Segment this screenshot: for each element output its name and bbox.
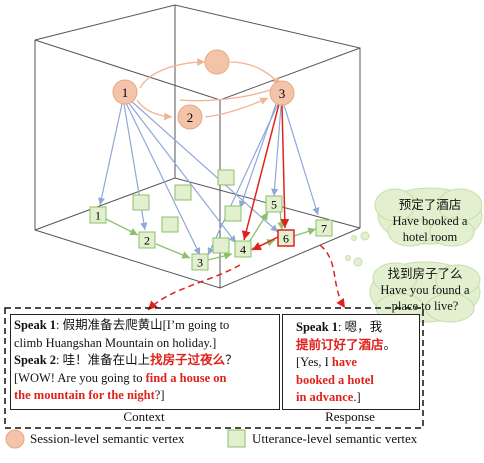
session-vertex-s3 — [269, 80, 295, 106]
utterance-vertex-u4 — [234, 240, 252, 258]
context-line2-zh-red: 找房子过夜么 — [150, 353, 226, 367]
response-en-post: .] — [353, 390, 361, 404]
highlight-edges — [147, 103, 346, 311]
context-line2-zh-pre: : 哇！准备在山上 — [56, 353, 151, 367]
session-vertex-s-top — [204, 49, 230, 75]
bubble-top-zh: 预定了酒店 — [398, 198, 462, 212]
response-speaker: Speak 1 — [296, 320, 339, 334]
response-box — [282, 314, 420, 410]
response-caption: Response — [325, 409, 375, 424]
bubble-bottom-text: 找到房子了么 Have you found a place to live? — [370, 266, 480, 314]
context-caption: Context — [123, 409, 165, 424]
bubble-top-text: 预定了酒店 Have booked a hotel room — [378, 197, 482, 245]
context-line1-en: climb Huangshan Mountain on holiday.] — [14, 335, 217, 350]
utterance-vertex-label: 7 — [321, 222, 327, 236]
dialogue-dashed-box — [4, 307, 424, 429]
bubble-bottom-en-2: place to live? — [391, 299, 459, 313]
context-line2-en-red2: the mountain for the night — [14, 388, 155, 402]
context-box — [10, 314, 280, 410]
utterance-vertex-u6 — [277, 229, 295, 247]
response-zh-post: 。 — [383, 337, 397, 352]
legend-utterance-label: Utterance-level semantic vertex — [252, 431, 418, 446]
3d-box-wireframe — [34, 4, 361, 289]
unlabeled-utterance-vertices — [132, 169, 242, 254]
legend-session-icon — [5, 429, 25, 449]
utterance-vertex-u7 — [315, 219, 333, 237]
utterance-vertex-label: 3 — [197, 256, 203, 270]
session-vertices: 1 2 3 — [112, 49, 295, 130]
utterance-vertex-u2 — [138, 231, 156, 249]
session-vertex-label: 2 — [187, 110, 194, 125]
utterance-vertex-u5 — [265, 195, 283, 213]
response-en-red3: in advance — [296, 390, 354, 404]
session-vertex-s1 — [112, 79, 138, 105]
session-vertex-s2 — [177, 104, 203, 130]
utterance-vertex-label: 4 — [240, 243, 246, 257]
context-line2-en-pre: [WOW! Are you going to — [14, 370, 146, 385]
thought-bubble-bottom — [345, 255, 481, 323]
context-line2-en-red1: find a house on — [145, 370, 227, 385]
context-line2-en-post: ?] — [154, 388, 165, 402]
legend-utterance-icon — [227, 429, 246, 448]
bubble-bottom-en-1: Have you found a — [380, 283, 470, 297]
bubble-bottom-zh: 找到房子了么 — [387, 267, 463, 281]
response-zh-red: 提前订好了酒店 — [296, 337, 384, 352]
utterance-vertex-label: 2 — [144, 234, 150, 248]
utterance-vertex-u3 — [191, 253, 209, 271]
utterance-vertex-label: 1 — [95, 209, 101, 223]
bubble-top-en-1: Have booked a — [392, 214, 468, 228]
utterance-vertex-label: 5 — [271, 198, 277, 212]
thought-bubble-top — [351, 187, 483, 247]
context-speaker-2: Speak 2 — [14, 353, 57, 367]
session-vertex-label: 3 — [279, 86, 286, 101]
context-text: Speak 1: 假期准备去爬黄山[I’m going to climb Hua… — [14, 317, 278, 405]
legend-session-label: Session-level semantic vertex — [30, 431, 185, 446]
context-line1-zh: : 假期准备去爬黄山[I’m going to — [56, 318, 230, 332]
context-line2-zh-post: ？ — [225, 353, 238, 367]
context-speaker-1: Speak 1 — [14, 318, 57, 332]
utterance-vertex-u1 — [89, 206, 107, 224]
response-text: Speak 1: 嗯，我 提前订好了酒店。 [Yes, I have booke… — [296, 319, 416, 407]
utterance-vertex-label: 6 — [283, 232, 289, 246]
response-zh-pre: : 嗯，我 — [338, 320, 383, 334]
response-en-pre: [Yes, I — [296, 355, 332, 369]
utterance-vertices: 1 2 3 4 5 6 7 — [89, 195, 333, 271]
bubble-top-en-2: hotel room — [402, 230, 458, 244]
response-en-red2: booked a hotel — [296, 372, 374, 387]
session-vertex-label: 1 — [122, 85, 129, 100]
response-en-red1: have — [331, 355, 357, 369]
